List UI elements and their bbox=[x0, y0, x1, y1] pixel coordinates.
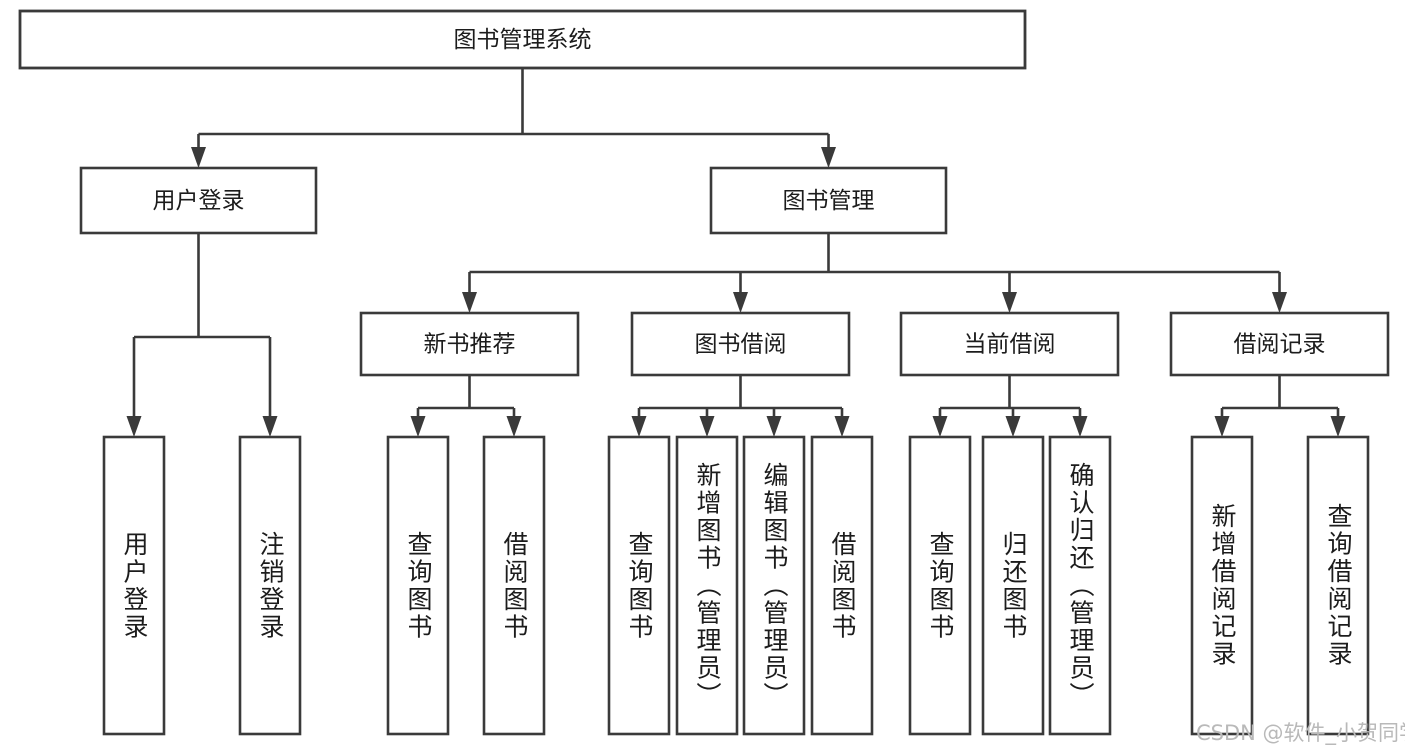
node-box-leaf-user-login[interactable] bbox=[102, 435, 166, 736]
watermark-text: CSDN @软件_小贺同学 bbox=[1196, 721, 1405, 745]
node-box-leaf-borrow-book-1[interactable] bbox=[482, 435, 546, 736]
arrow-down-icon-book-manage-3 bbox=[1272, 292, 1287, 313]
node-label-root: 图书管理系统 bbox=[454, 27, 592, 53]
node-box-leaf-query-record[interactable] bbox=[1306, 435, 1370, 736]
node-label-current-borrow: 当前借阅 bbox=[964, 332, 1056, 358]
arrow-down-icon-new-book-recommend-0 bbox=[410, 416, 426, 437]
arrow-down-icon-root-1 bbox=[821, 147, 836, 168]
node-box-leaf-query-book-2[interactable] bbox=[607, 435, 671, 736]
node-label-book-manage: 图书管理 bbox=[783, 188, 875, 214]
arrow-down-icon-root-0 bbox=[191, 147, 206, 168]
node-box-book-borrow[interactable] bbox=[630, 311, 851, 377]
node-box-leaf-query-book-3[interactable] bbox=[908, 435, 972, 736]
node-label-borrow-record: 借阅记录 bbox=[1234, 332, 1326, 358]
arrow-down-icon-book-borrow-3 bbox=[834, 416, 850, 437]
node-box-current-borrow[interactable] bbox=[899, 311, 1120, 377]
node-box-user-login[interactable] bbox=[79, 166, 318, 235]
arrow-down-icon-book-borrow-0 bbox=[631, 416, 647, 437]
node-label-new-book-recommend: 新书推荐 bbox=[424, 332, 516, 358]
node-box-leaf-add-book[interactable] bbox=[675, 435, 739, 736]
arrow-down-icon-book-borrow-1 bbox=[699, 416, 715, 437]
node-box-new-book-recommend[interactable] bbox=[359, 311, 580, 377]
arrow-down-icon-book-borrow-2 bbox=[766, 416, 782, 437]
arrow-down-icon-borrow-record-1 bbox=[1330, 416, 1346, 437]
arrow-down-icon-book-manage-1 bbox=[733, 292, 748, 313]
arrow-down-icon-user-login-1 bbox=[262, 416, 278, 437]
node-box-leaf-confirm-return[interactable] bbox=[1048, 435, 1112, 736]
arrow-down-icon-book-manage-0 bbox=[462, 292, 477, 313]
node-label-user-login: 用户登录 bbox=[153, 188, 245, 214]
node-box-leaf-logout[interactable] bbox=[238, 435, 302, 736]
arrow-down-icon-current-borrow-0 bbox=[932, 416, 948, 437]
node-box-leaf-edit-book[interactable] bbox=[742, 435, 806, 736]
node-box-leaf-query-book-1[interactable] bbox=[386, 435, 450, 736]
node-box-root[interactable] bbox=[18, 9, 1027, 70]
arrow-down-icon-borrow-record-0 bbox=[1214, 416, 1230, 437]
arrow-down-icon-book-manage-2 bbox=[1002, 292, 1017, 313]
node-box-book-manage[interactable] bbox=[709, 166, 948, 235]
arrow-down-icon-user-login-0 bbox=[126, 416, 142, 437]
node-box-borrow-record[interactable] bbox=[1169, 311, 1390, 377]
arrow-down-icon-current-borrow-1 bbox=[1005, 416, 1021, 437]
node-label-book-borrow: 图书借阅 bbox=[695, 332, 787, 358]
node-box-leaf-add-record[interactable] bbox=[1190, 435, 1254, 736]
arrow-down-icon-current-borrow-2 bbox=[1072, 416, 1088, 437]
arrow-down-icon-new-book-recommend-1 bbox=[506, 416, 522, 437]
node-box-leaf-return-book[interactable] bbox=[981, 435, 1045, 736]
connector-layer bbox=[126, 68, 1346, 437]
box-layer bbox=[18, 9, 1390, 736]
node-box-leaf-borrow-book-2[interactable] bbox=[810, 435, 874, 736]
